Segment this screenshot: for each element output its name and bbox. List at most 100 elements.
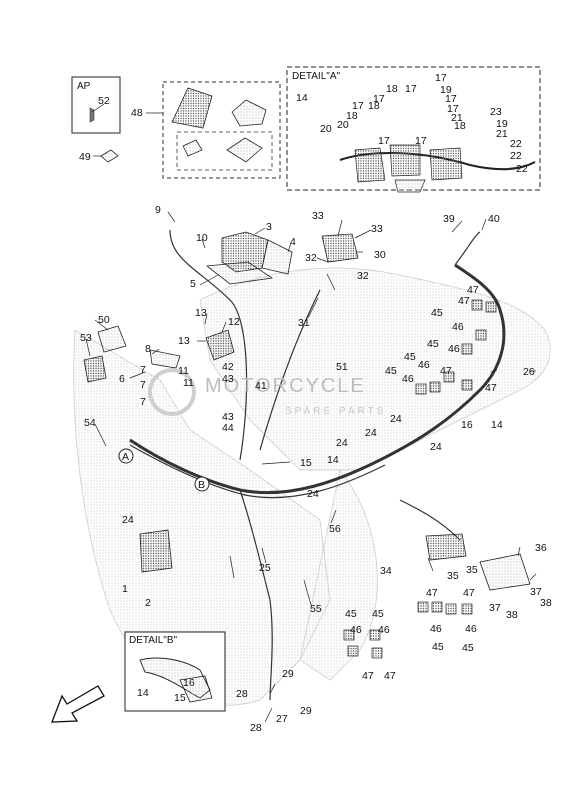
callout-24: 24 bbox=[307, 488, 319, 500]
callout-47: 47 bbox=[467, 284, 479, 296]
callout-46: 46 bbox=[378, 624, 390, 636]
callout-47: 47 bbox=[426, 587, 438, 599]
ap-inset-box: AP bbox=[71, 76, 121, 134]
callout-47: 47 bbox=[384, 670, 396, 682]
callout-47: 47 bbox=[463, 587, 475, 599]
callout-26: 26 bbox=[523, 366, 535, 378]
callout-17: 17 bbox=[445, 93, 457, 105]
callout-20: 20 bbox=[320, 123, 332, 135]
callout-17: 17 bbox=[405, 83, 417, 95]
part30-bracket bbox=[321, 233, 359, 263]
scooter-body-silhouette bbox=[73, 267, 551, 706]
callout-14: 14 bbox=[491, 419, 503, 431]
callout-37: 37 bbox=[489, 602, 501, 614]
callout-6: 6 bbox=[119, 373, 125, 385]
ap-connector-part bbox=[89, 107, 95, 123]
callout-18: 18 bbox=[386, 83, 398, 95]
callout-17: 17 bbox=[447, 103, 459, 115]
callout-14: 14 bbox=[137, 687, 149, 699]
callout-40: 40 bbox=[488, 213, 500, 225]
callout-7: 7 bbox=[140, 396, 146, 408]
callout-24: 24 bbox=[122, 514, 134, 526]
callout-21: 21 bbox=[496, 128, 508, 140]
callout-13: 13 bbox=[178, 335, 190, 347]
part35-module bbox=[425, 533, 467, 561]
callout-17: 17 bbox=[352, 100, 364, 112]
callout-27: 27 bbox=[276, 713, 288, 725]
detail-b-title: DETAIL"B" bbox=[129, 635, 177, 646]
callout-42: 42 bbox=[222, 361, 234, 373]
leader-lines bbox=[85, 103, 537, 723]
circle-marker-b: B bbox=[194, 476, 210, 492]
callout-4: 4 bbox=[290, 236, 296, 248]
callout-8: 8 bbox=[145, 343, 151, 355]
callout-32: 32 bbox=[357, 270, 369, 282]
watermark: MOTORCYCLE SPARE PARTS bbox=[148, 368, 383, 417]
callout-46: 46 bbox=[418, 359, 430, 371]
callout-29: 29 bbox=[300, 705, 312, 717]
part49-clip bbox=[100, 149, 119, 163]
callout-20: 20 bbox=[337, 119, 349, 131]
callout-13: 13 bbox=[195, 307, 207, 319]
callout-22: 22 bbox=[510, 150, 522, 162]
callout-46: 46 bbox=[452, 321, 464, 333]
callout-43: 43 bbox=[222, 411, 234, 423]
callout-14: 14 bbox=[327, 454, 339, 466]
callout-46: 46 bbox=[465, 623, 477, 635]
part53-unit bbox=[83, 355, 107, 383]
callout-22: 22 bbox=[516, 163, 528, 175]
detail-b-inset-box: DETAIL"B" bbox=[124, 631, 226, 712]
part50-relay bbox=[97, 325, 127, 353]
callout-51: 51 bbox=[336, 361, 348, 373]
callout-3: 3 bbox=[266, 221, 272, 233]
callout-36: 36 bbox=[535, 542, 547, 554]
callout-53: 53 bbox=[80, 332, 92, 344]
callout-45: 45 bbox=[345, 608, 357, 620]
callout-24: 24 bbox=[390, 413, 402, 425]
callout-7: 7 bbox=[140, 379, 146, 391]
callout-16: 16 bbox=[461, 419, 473, 431]
part36-cover bbox=[479, 553, 531, 591]
detail-a-inset-box: DETAIL"A" bbox=[286, 66, 541, 193]
callout-39: 39 bbox=[443, 213, 455, 225]
callout-19: 19 bbox=[440, 84, 452, 96]
callout-22: 22 bbox=[510, 138, 522, 150]
callout-24: 24 bbox=[430, 441, 442, 453]
callout-48: 48 bbox=[131, 107, 143, 119]
callout-7: 7 bbox=[140, 364, 146, 376]
callout-12: 12 bbox=[228, 316, 240, 328]
callout-17: 17 bbox=[378, 135, 390, 147]
callout-45: 45 bbox=[372, 608, 384, 620]
front-direction-arrow-icon bbox=[51, 685, 105, 723]
callout-34: 34 bbox=[380, 565, 392, 577]
callout-38: 38 bbox=[540, 597, 552, 609]
callout-19: 19 bbox=[496, 118, 508, 130]
callout-45: 45 bbox=[432, 641, 444, 653]
callout-16: 16 bbox=[183, 677, 195, 689]
part8-holder bbox=[149, 349, 181, 369]
part12-rectifier bbox=[205, 329, 235, 361]
callout-31: 31 bbox=[298, 317, 310, 329]
callout-14: 14 bbox=[296, 92, 308, 104]
callout-55: 55 bbox=[310, 603, 322, 615]
callout-46: 46 bbox=[448, 343, 460, 355]
callout-35: 35 bbox=[447, 570, 459, 582]
callout-18: 18 bbox=[454, 120, 466, 132]
part5-pad bbox=[205, 261, 274, 285]
callout-33: 33 bbox=[371, 223, 383, 235]
callout-18: 18 bbox=[368, 100, 380, 112]
main-parts bbox=[83, 231, 531, 591]
callout-labels: 52 48 49 14 17 18 17 19 17 17 17 18 17 2… bbox=[79, 72, 552, 734]
svg-text:B: B bbox=[198, 479, 205, 491]
callout-29: 29 bbox=[282, 668, 294, 680]
callout-45: 45 bbox=[385, 365, 397, 377]
callout-49: 49 bbox=[79, 151, 91, 163]
callout-41: 41 bbox=[255, 380, 267, 392]
callout-47: 47 bbox=[440, 365, 452, 377]
callout-1: 1 bbox=[122, 583, 128, 595]
svg-text:A: A bbox=[122, 451, 129, 463]
callout-45: 45 bbox=[427, 338, 439, 350]
callout-21: 21 bbox=[451, 112, 463, 124]
callout-15: 15 bbox=[174, 692, 186, 704]
